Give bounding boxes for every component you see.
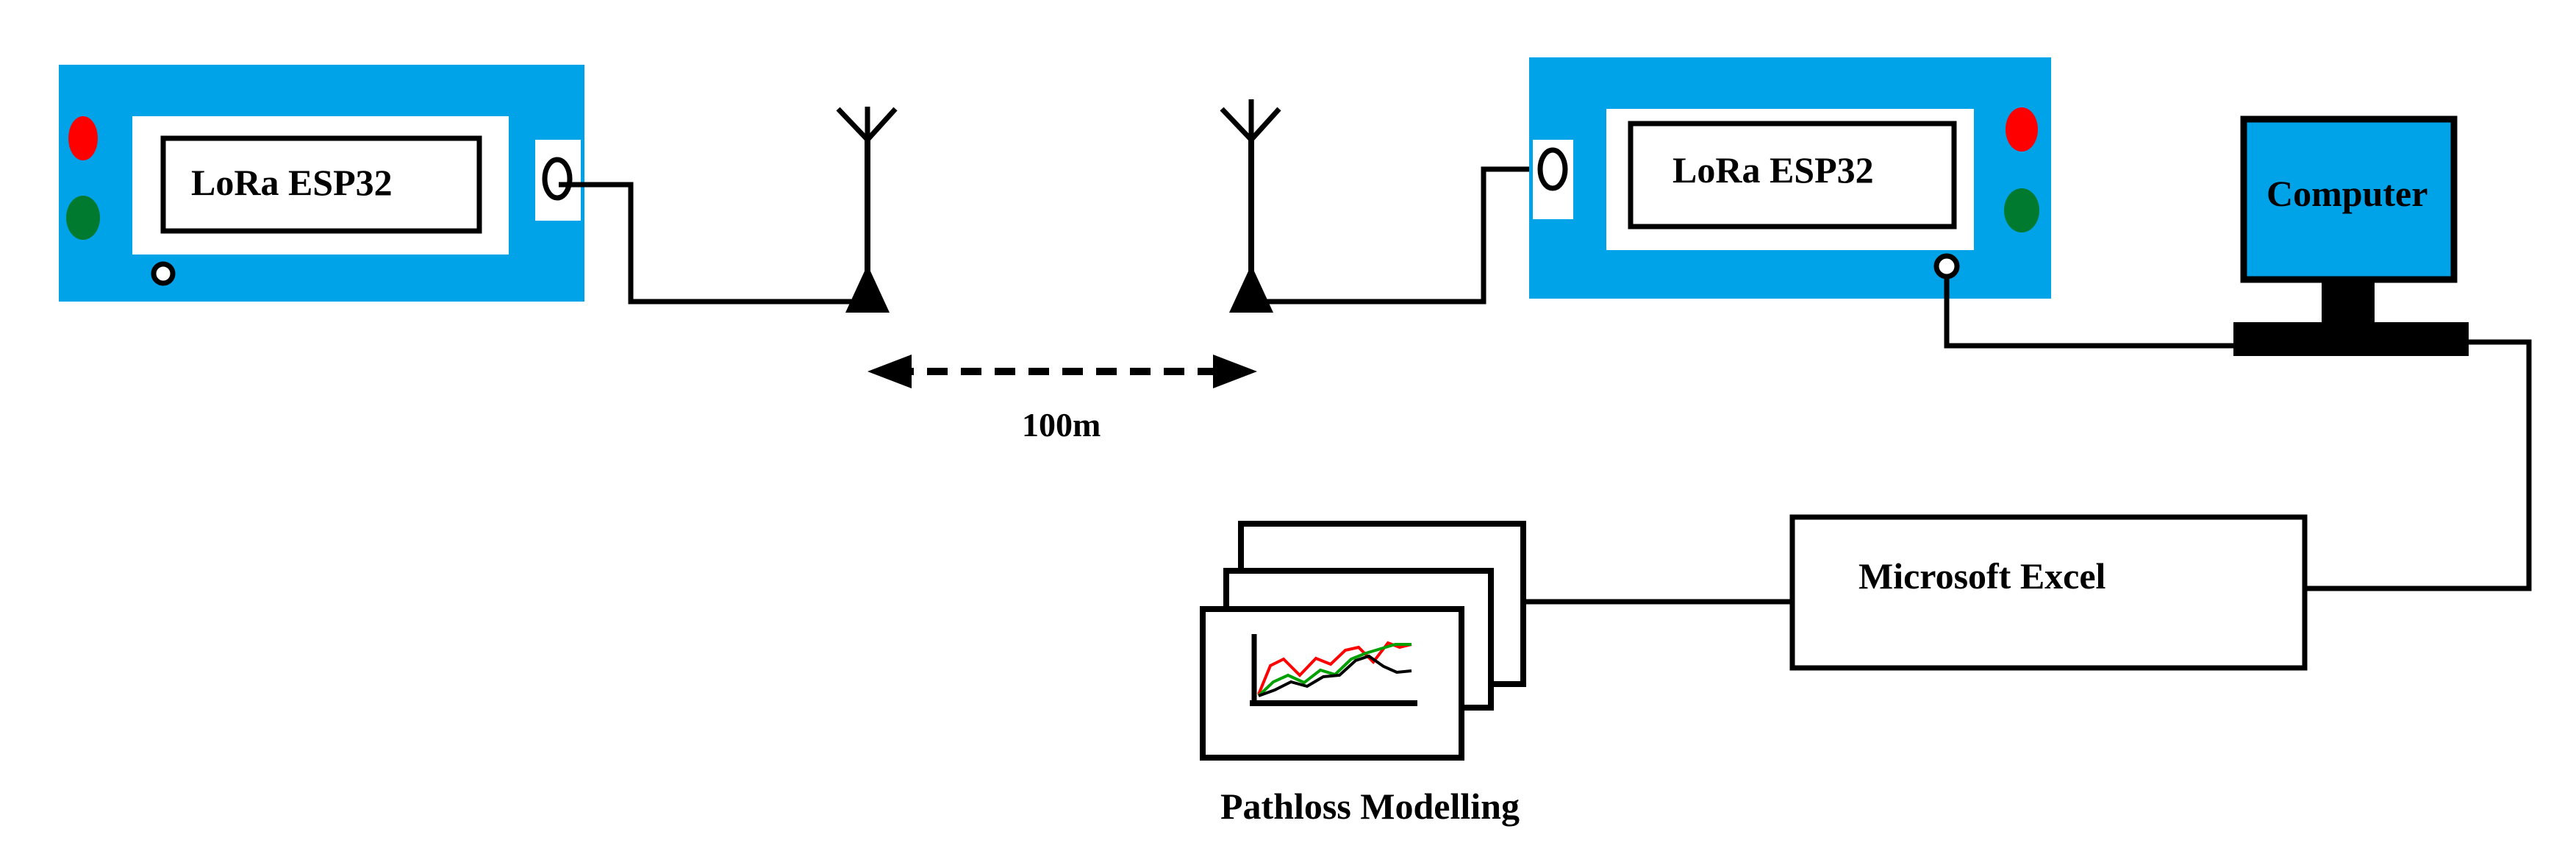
left-device-label: LoRa ESP32 bbox=[191, 162, 393, 203]
green-led-icon bbox=[66, 196, 100, 240]
pathloss-sheet-front bbox=[1200, 606, 1464, 761]
antenna-connector-icon bbox=[542, 157, 573, 201]
green-led-icon bbox=[2004, 188, 2039, 232]
excel-box bbox=[1789, 514, 2308, 671]
usb-port-icon bbox=[151, 261, 176, 286]
right-device-display bbox=[1628, 121, 1957, 229]
left-rf-cable bbox=[559, 182, 860, 305]
red-led-icon bbox=[68, 116, 98, 160]
right-rf-cable bbox=[1259, 166, 1555, 305]
chart-red-series bbox=[1257, 641, 1412, 695]
distance-label: 100m bbox=[1022, 406, 1101, 444]
distance-arrow bbox=[867, 355, 1257, 388]
pathloss-label: Pathloss Modelling bbox=[1220, 786, 1520, 827]
left-device-display bbox=[160, 135, 482, 234]
antenna-icon bbox=[836, 107, 898, 313]
antenna-icon bbox=[1220, 99, 1281, 313]
monitor-icon bbox=[2233, 115, 2469, 356]
arrow-left-head-icon bbox=[867, 355, 912, 388]
left-lora-device: LoRa ESP32 bbox=[59, 65, 584, 302]
computer-base bbox=[2233, 322, 2469, 356]
computer-stand bbox=[2322, 280, 2375, 324]
computer-screen bbox=[2240, 115, 2458, 283]
right-lora-device: LoRa ESP32 bbox=[1529, 57, 2051, 299]
usb-port-icon bbox=[1933, 253, 1960, 280]
antenna-connector-icon bbox=[1537, 147, 1568, 191]
chart-black-series bbox=[1258, 654, 1412, 697]
usb-cable bbox=[1944, 277, 2235, 349]
line-chart-icon bbox=[1250, 634, 1417, 706]
computer-excel-cable bbox=[2307, 339, 2532, 591]
excel-label: Microsoft Excel bbox=[1858, 555, 2106, 597]
pathloss-sheets bbox=[1200, 521, 1526, 761]
computer-label: Computer bbox=[2266, 173, 2427, 214]
arrow-right-head-icon bbox=[1213, 355, 1257, 388]
red-led-icon bbox=[2006, 107, 2038, 152]
right-device-label: LoRa ESP32 bbox=[1672, 149, 1874, 191]
